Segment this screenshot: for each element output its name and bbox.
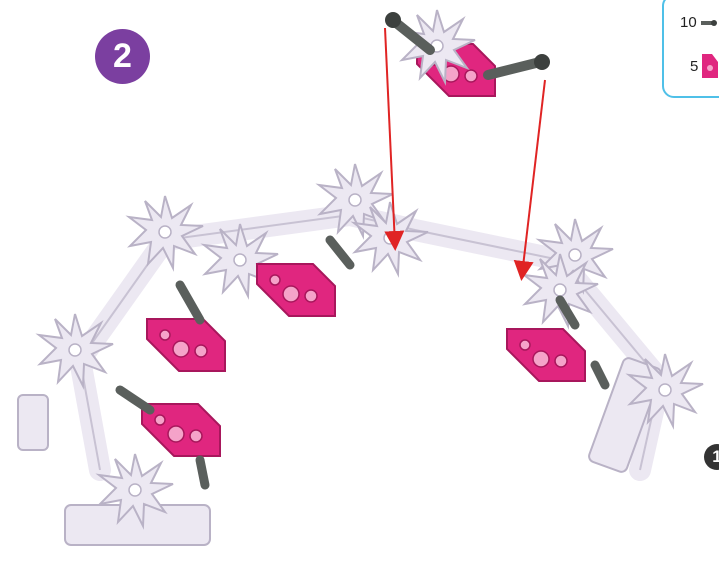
gray-connectors [115,235,610,490]
sub-step-badge: 1 [704,444,719,470]
guide-arrows [384,27,546,281]
parts-row-connector: 10 [680,14,717,31]
pink-corner-pieces [141,263,586,457]
new-pink-piece [385,9,550,97]
white-base-plates [17,357,662,546]
connector-quantity: 10 [680,14,697,31]
pink-corner-piece-icon [702,54,719,78]
parts-row-pink-piece: 5 [690,54,719,78]
step-number-badge: 2 [95,29,150,84]
parts-list-box: 10 5 [662,0,719,98]
pink-piece-quantity: 5 [690,57,699,75]
step-number: 2 [113,37,132,75]
sub-step-number: 1 [712,447,719,466]
gray-connector-icon [700,19,717,26]
